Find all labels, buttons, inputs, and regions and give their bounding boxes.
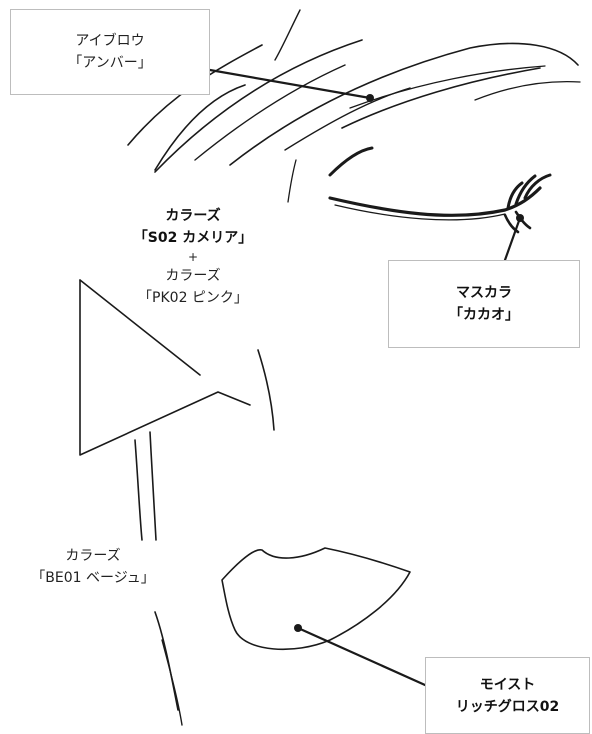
cheek-triangle-edge — [79, 279, 201, 376]
hair-strand — [274, 9, 301, 61]
lip-shade: リッチグロス02 — [455, 698, 560, 715]
eyelash — [503, 213, 520, 234]
eye-lid-inner — [334, 204, 506, 221]
mascara-annotation-box: マスカラ 「カカオ」 — [388, 260, 580, 348]
nose-shade: 「BE01 ベージュ」 — [31, 570, 155, 586]
eyebrow-shade: 「アンバー」 — [68, 55, 152, 71]
hair-strand — [194, 64, 346, 161]
leader-lip — [296, 626, 427, 687]
lip-product: モイスト — [479, 676, 536, 693]
leader-dot-eyebrow — [366, 94, 374, 102]
lip-annotation-box: モイスト リッチグロス02 — [425, 657, 590, 734]
hair-strand — [341, 67, 541, 129]
eyebrow-annotation-box: アイブロウ 「アンバー」 — [10, 9, 210, 95]
jaw-line — [154, 611, 179, 711]
eyelash — [523, 173, 552, 200]
mascara-shade: 「カカオ」 — [449, 307, 519, 323]
nose-line — [149, 431, 157, 541]
nose-line — [134, 439, 143, 541]
face-contour — [257, 349, 275, 431]
cheek-plus: + — [187, 250, 199, 264]
nose-annotation: カラーズ 「BE01 ベージュ」 — [18, 545, 168, 589]
eyebrow-stroke — [328, 146, 374, 177]
lip-outline — [221, 547, 411, 651]
temple-line — [287, 159, 297, 203]
jaw-line — [161, 639, 183, 726]
cheek-shade-1: 「S02 カメリア」 — [133, 230, 253, 246]
leader-eyebrow — [208, 68, 372, 100]
leader-mascara — [503, 216, 522, 262]
hair-strand — [154, 39, 363, 173]
nose-product: カラーズ — [65, 548, 121, 564]
cheek-product-1: カラーズ — [165, 208, 221, 224]
cheek-triangle — [79, 279, 251, 456]
cheek-product-2: カラーズ — [165, 268, 221, 284]
hair-strand — [349, 65, 546, 109]
hair-strand — [154, 84, 246, 171]
leader-dot-mascara — [516, 214, 524, 222]
eyelash — [506, 181, 524, 210]
eye-lid — [328, 186, 542, 217]
hair-strand — [284, 87, 411, 151]
hair-strand — [474, 81, 581, 101]
leader-dot-lip — [294, 624, 302, 632]
eyelash — [514, 174, 537, 206]
mascara-product: マスカラ — [456, 285, 512, 301]
hair-strand — [229, 42, 579, 166]
eyebrow-product-line: アイブロウ — [75, 33, 145, 49]
cheek-shade-2: 「PK02 ピンク」 — [138, 290, 248, 306]
cheek-annotation: カラーズ 「S02 カメリア」 + カラーズ 「PK02 ピンク」 — [118, 205, 268, 309]
